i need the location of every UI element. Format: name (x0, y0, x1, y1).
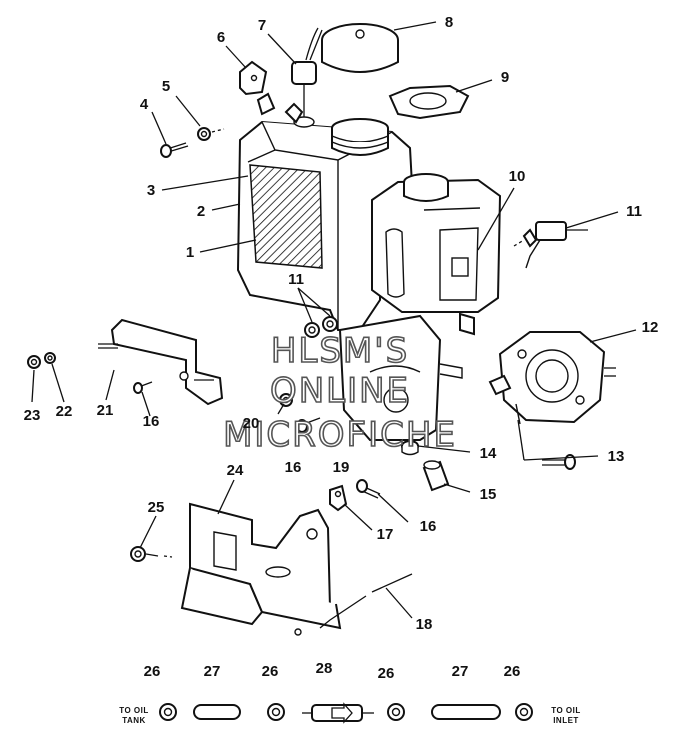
filler-cap (321, 23, 399, 73)
callout-9: 9 (501, 69, 509, 86)
watermark: HLSM'S ONLINE MICROFICHE (222, 330, 457, 456)
wire-clip-18 (319, 573, 413, 629)
lower-housing (338, 314, 463, 441)
hose-labels: TO OIL TANK TO OIL INLET (119, 706, 581, 725)
callout-20: 20 (243, 415, 260, 432)
washer-20 (279, 393, 293, 407)
hose-label-left-line-1: TO OIL (119, 706, 149, 715)
callout-1: 1 (186, 244, 194, 261)
callouts: 1 2 3 4 5 6 7 8 9 10 11 11 12 13 14 15 1… (24, 14, 659, 682)
callout-23: 23 (24, 407, 41, 424)
callout-22: 22 (56, 403, 73, 420)
callout-11-left: 11 (288, 271, 304, 288)
leader-lines (31, 21, 637, 619)
callout-17: 17 (377, 526, 394, 543)
washer-22 (44, 352, 56, 364)
callout-21: 21 (97, 402, 114, 419)
washer-5 (197, 127, 225, 141)
callout-27-b: 27 (452, 663, 469, 680)
screw-16-right (356, 479, 381, 499)
hose-label-right-line-1: TO OIL (551, 706, 581, 715)
callout-16-right: 16 (420, 518, 437, 535)
screw-13 (542, 454, 576, 470)
screw-16-left (133, 381, 153, 394)
dipstick (291, 27, 323, 128)
callout-7: 7 (258, 17, 266, 34)
callout-11-right: 11 (626, 203, 642, 220)
hose-label-right-line-2: INLET (553, 716, 579, 725)
callout-15: 15 (480, 486, 497, 503)
callout-8: 8 (445, 14, 453, 31)
reservoir (371, 173, 502, 336)
callout-14: 14 (480, 445, 497, 462)
callout-26-a: 26 (144, 663, 161, 680)
washer-11-pair (304, 316, 338, 338)
callout-26-c: 26 (378, 665, 395, 682)
mount-bracket (98, 318, 224, 406)
bolt-25 (130, 546, 173, 562)
filler-neck (331, 118, 389, 156)
fitting-15 (422, 460, 450, 492)
drain-valve (513, 221, 588, 269)
screw-4 (160, 142, 189, 158)
callout-24: 24 (227, 462, 244, 479)
cap-gasket (388, 84, 470, 120)
callout-16-mid: 16 (285, 459, 302, 476)
callout-18: 18 (416, 616, 433, 633)
callout-19: 19 (333, 459, 350, 476)
small-bracket (239, 60, 304, 124)
callout-12: 12 (642, 319, 659, 336)
callout-26-b: 26 (262, 663, 279, 680)
clip-17 (329, 484, 348, 512)
base-bracket (180, 502, 342, 636)
fitting-14 (401, 440, 419, 456)
watermark-line-2: ONLINE (270, 371, 410, 411)
nut-23 (27, 355, 41, 369)
hose-line (159, 702, 533, 724)
watermark-line-3: MICROFICHE (223, 415, 457, 455)
callout-26-d: 26 (504, 663, 521, 680)
callout-5: 5 (162, 78, 170, 95)
callout-4: 4 (140, 96, 149, 113)
callout-6: 6 (217, 29, 225, 46)
callout-13: 13 (608, 448, 625, 465)
callout-3: 3 (147, 182, 155, 199)
callout-28: 28 (316, 660, 333, 677)
callout-16-left: 16 (143, 413, 160, 430)
callout-10: 10 (509, 168, 526, 185)
callout-2: 2 (197, 203, 205, 220)
fuel-pump (488, 331, 616, 425)
watermark-line-1: HLSM'S (271, 331, 409, 371)
callout-27-a: 27 (204, 663, 221, 680)
screw-16-mid (296, 417, 321, 433)
callout-25: 25 (148, 499, 165, 516)
hose-label-left-line-2: TANK (122, 716, 146, 725)
hatched-panel (249, 164, 323, 269)
